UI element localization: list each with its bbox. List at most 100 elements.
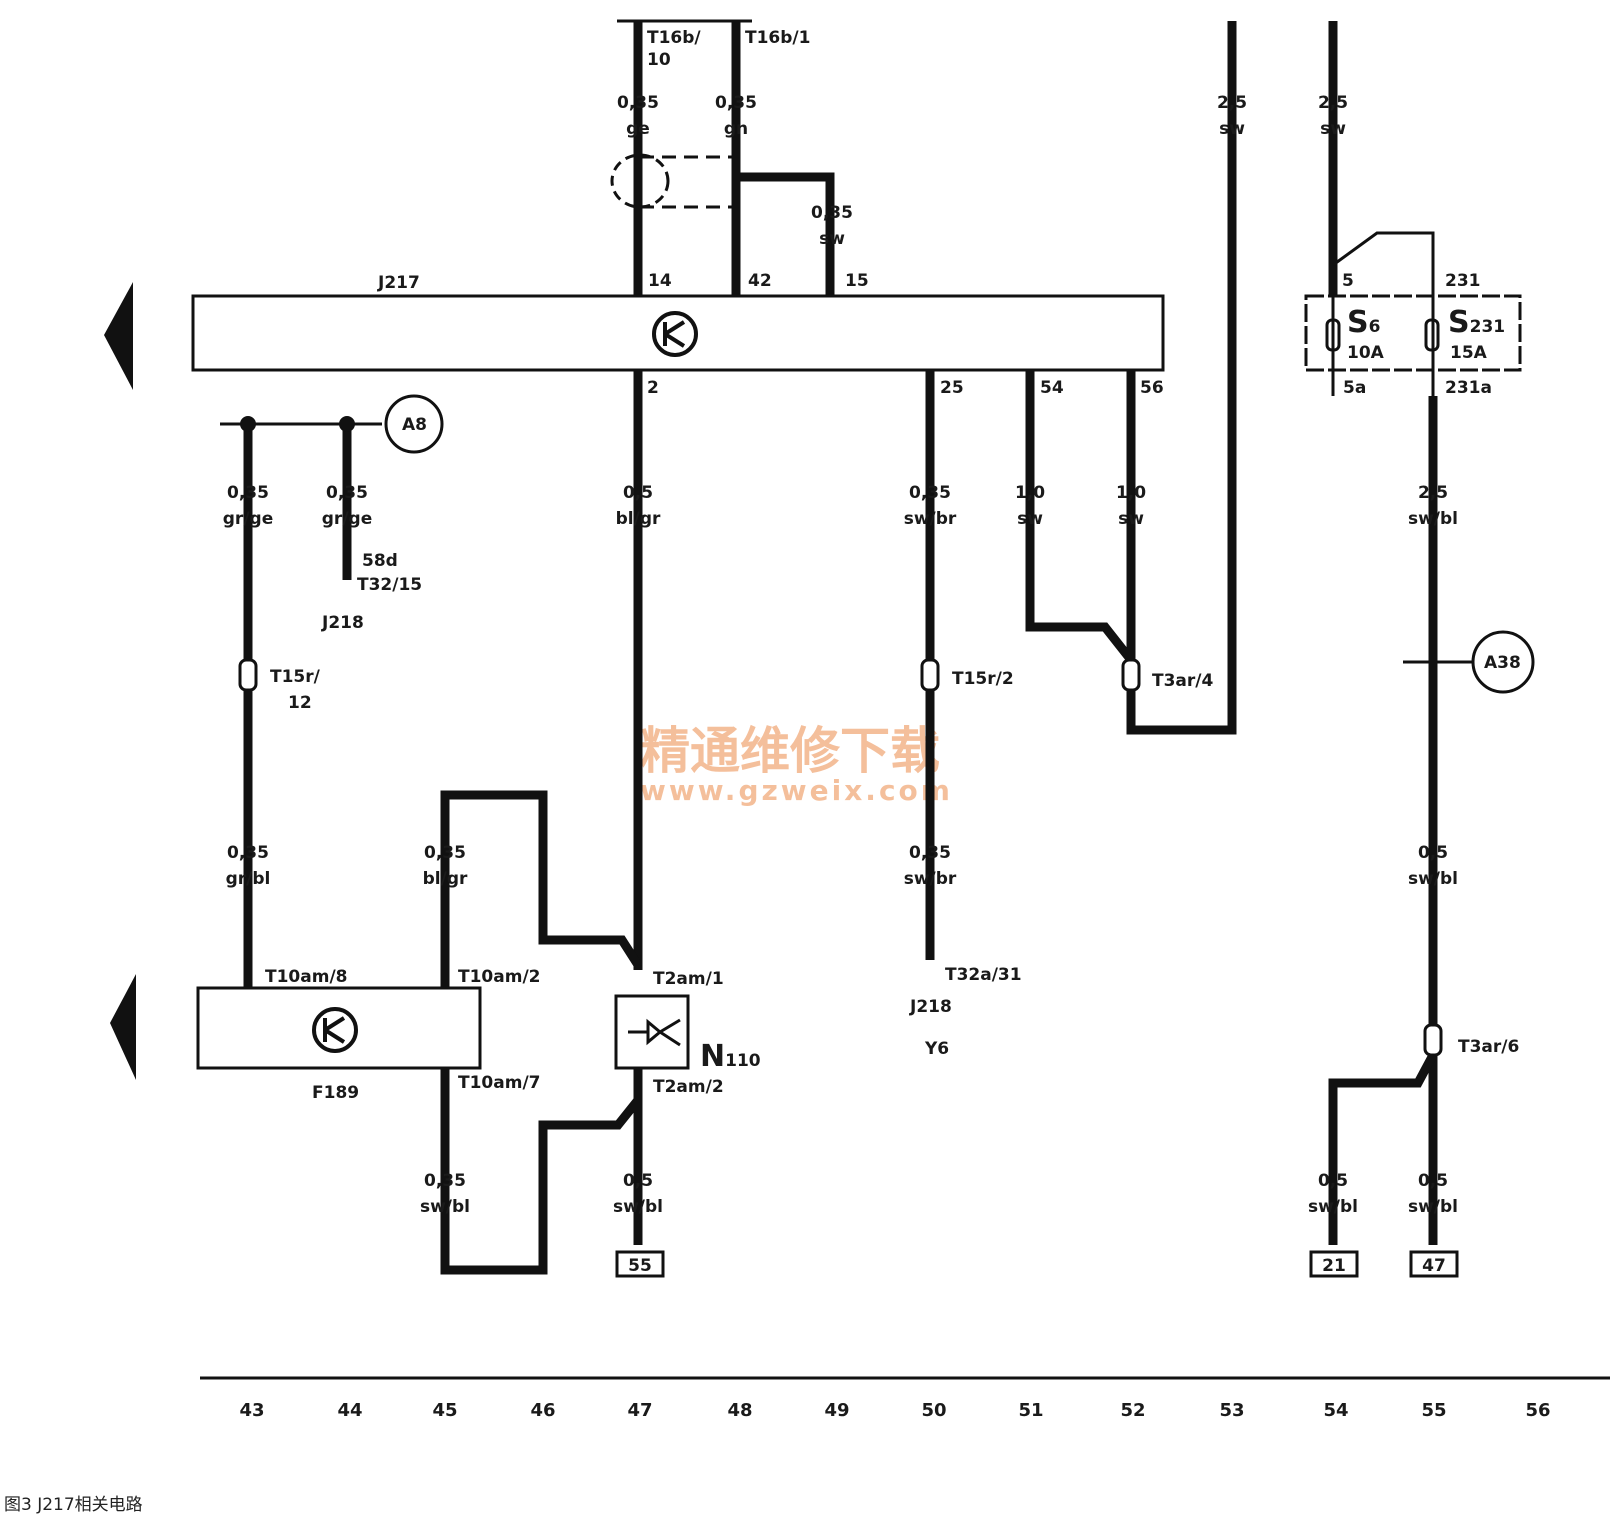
label-j218-b: J218 [909, 997, 952, 1017]
column-number: 53 [1219, 1400, 1244, 1421]
connector-t15r12 [238, 658, 258, 692]
term-t10am7: T10am/7 [458, 1073, 540, 1093]
wire-51 [1025, 370, 1136, 690]
wire-label-43a-size: 0,35 [227, 483, 269, 503]
watermark-title: 精通维修下载 [640, 722, 940, 780]
wire-45-lower [440, 1068, 642, 1275]
connector-t3ar6 [1423, 1023, 1443, 1057]
column-number: 54 [1323, 1400, 1348, 1421]
n110-valve-icon [628, 1018, 681, 1047]
wire-label-54b-size: 0,5 [1318, 1171, 1348, 1191]
label-n110: N110 [700, 1039, 761, 1074]
wire-label-47-top-size: 0,35 [617, 93, 659, 113]
column-number: 50 [921, 1400, 946, 1421]
label-j218-a: J218 [321, 613, 364, 633]
circuit-diagram: 精通维修下载 www.gzweix.com [104, 19, 1610, 1421]
column-number: 46 [530, 1400, 555, 1421]
term-15: 15 [845, 271, 869, 291]
term-t3ar4: T3ar/4 [1152, 671, 1213, 691]
f189-transistor-icon [323, 1016, 346, 1044]
label-s231: S231 [1448, 305, 1505, 340]
wire-label-50b-color: sw/br [904, 869, 957, 889]
a8-junction-2 [339, 416, 355, 432]
wire-label-55b-size: 0,5 [1418, 843, 1448, 863]
shield-loop [610, 153, 670, 209]
wire-label-45a-size: 0,35 [424, 843, 466, 863]
wire-label-53-color: sw [1219, 119, 1245, 139]
term-54: 54 [1040, 378, 1064, 398]
left-arrow-top [104, 282, 133, 390]
label-s231-rating: 15A [1450, 343, 1488, 363]
term-56: 56 [1140, 378, 1164, 398]
wire-label-49-color: sw [819, 229, 845, 249]
term-t15r2: T15r/2 [952, 669, 1014, 689]
n110-solenoid [614, 994, 690, 1070]
wire-label-45b-color: sw/bl [420, 1197, 470, 1217]
wire-label-45b-size: 0,35 [424, 1171, 466, 1191]
wire-45-46-loop [440, 790, 642, 988]
term-t3ar6: T3ar/6 [1458, 1037, 1519, 1057]
column-number: 55 [1421, 1400, 1446, 1421]
j217-transistor-symbol [652, 311, 698, 357]
term-t32-15: T32/15 [357, 575, 422, 595]
wire-label-54-size: 2,5 [1318, 93, 1348, 113]
term-25: 25 [940, 378, 964, 398]
wire-label-50a-size: 0,35 [909, 483, 951, 503]
wire-label-43b-size: 0,35 [227, 843, 269, 863]
figure-caption: 图3 J217相关电路 [4, 1495, 143, 1515]
a8-junction-1 [240, 416, 256, 432]
term-5a: 5a [1343, 378, 1366, 398]
term-t15r12-a: T15r/ [270, 667, 321, 687]
connector-t3ar4 [1121, 658, 1141, 692]
column-number: 47 [627, 1400, 652, 1421]
wire-label-50a-color: sw/br [904, 509, 957, 529]
column-number: 52 [1120, 1400, 1145, 1421]
wire-label-48-top-size: 0,35 [715, 93, 757, 113]
connector-t15r2 [920, 658, 940, 692]
label-s6-rating: 10A [1347, 343, 1385, 363]
label-s6: S6 [1347, 305, 1380, 340]
wire-label-54-color: sw [1320, 119, 1346, 139]
label-a38: A38 [1484, 653, 1521, 673]
ref-label-47: 47 [1422, 1256, 1446, 1276]
j217-module [191, 294, 1165, 372]
label-a8: A8 [402, 415, 427, 435]
column-number: 48 [727, 1400, 752, 1421]
ref-box-55 [615, 1250, 665, 1278]
fuse-box [1304, 294, 1522, 372]
wire-label-52-color: sw [1118, 509, 1144, 529]
wire-label-48-top-color: gn [724, 119, 748, 139]
term-42: 42 [748, 271, 772, 291]
wire-49-shield [736, 172, 835, 296]
column-number: 51 [1018, 1400, 1043, 1421]
wire-label-47-mid-color: bl/gr [616, 509, 661, 529]
term-t10am2: T10am/2 [458, 967, 540, 987]
wire-label-49-size: 0,35 [811, 203, 853, 223]
ref-label-55: 55 [628, 1256, 652, 1276]
column-number: 43 [239, 1400, 264, 1421]
wire-label-50b-size: 0,35 [909, 843, 951, 863]
wire-label-53-size: 2,5 [1217, 93, 1247, 113]
wire-54-bridge [1332, 231, 1435, 296]
term-t10am8: T10am/8 [265, 967, 347, 987]
term-t2am2: T2am/2 [653, 1077, 724, 1097]
term-t16b1: T16b/1 [745, 28, 810, 48]
wire-label-51-size: 1,0 [1015, 483, 1045, 503]
f189-transistor-symbol [312, 1007, 358, 1053]
f189-module [196, 986, 482, 1070]
ref-box-21 [1309, 1250, 1359, 1278]
wire-label-55b-color: sw/bl [1408, 869, 1458, 889]
wire-label-47-mid-size: 0,5 [623, 483, 653, 503]
wire-label-47-top-color: ge [626, 119, 650, 139]
term-t15r12-b: 12 [288, 693, 312, 713]
term-5: 5 [1342, 271, 1354, 291]
wire-label-47b-size: 0,5 [623, 1171, 653, 1191]
label-j217: J217 [377, 273, 420, 293]
term-14: 14 [648, 271, 672, 291]
wire-label-55a-color: sw/bl [1408, 509, 1458, 529]
term-231: 231 [1445, 271, 1481, 291]
term-2: 2 [647, 378, 659, 398]
wire-label-55c-size: 0,5 [1418, 1171, 1448, 1191]
wire-label-54b-color: sw/bl [1308, 1197, 1358, 1217]
wire-53 [1126, 21, 1237, 735]
